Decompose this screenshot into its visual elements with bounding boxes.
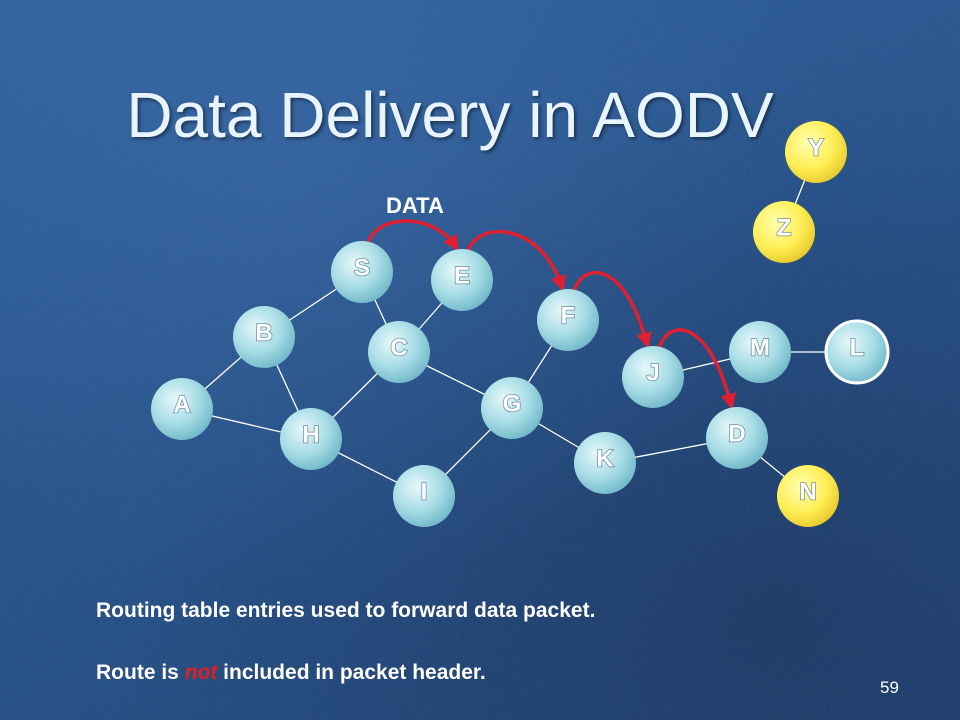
caption-route-after: included in packet header.: [217, 661, 486, 684]
node-H: H: [280, 408, 342, 470]
node-label-G: G: [503, 391, 522, 418]
node-circle-I: [393, 465, 455, 527]
caption-emphasis-not: not: [184, 661, 218, 684]
node-layer: S E B C F A G H I K J M L D N Y Z: [151, 121, 890, 527]
slide-title: Data Delivery in AODV: [126, 79, 774, 151]
node-Y: Y: [785, 121, 847, 183]
page-number: 59: [880, 678, 899, 697]
node-label-L: L: [850, 335, 865, 362]
node-E: E: [431, 249, 493, 311]
node-N: N: [777, 465, 839, 527]
node-label-I: I: [421, 479, 428, 506]
data-path-layer: [366, 219, 736, 410]
node-circle-M: [729, 321, 791, 383]
node-S: S: [331, 241, 393, 303]
node-label-C: C: [390, 335, 407, 362]
node-J: J: [622, 346, 684, 408]
node-label-Z: Z: [777, 215, 792, 242]
node-circle-L: [826, 321, 888, 383]
node-label-A: A: [173, 392, 190, 419]
node-circle-J: [622, 346, 684, 408]
data-arrow-label: DATA: [386, 193, 444, 218]
node-circle-G: [481, 377, 543, 439]
node-label-J: J: [646, 360, 659, 387]
node-circle-N: [777, 465, 839, 527]
node-label-K: K: [596, 446, 614, 473]
data-arrow-E-F: [466, 229, 566, 292]
node-circle-B: [233, 306, 295, 368]
node-circle-K: [574, 432, 636, 494]
node-M: M: [729, 321, 791, 383]
node-L: L: [824, 319, 890, 385]
node-A: A: [151, 378, 213, 440]
caption-routing-table: Routing table entries used to forward da…: [96, 599, 596, 622]
node-circle-E: [431, 249, 493, 311]
node-circle-Y: [785, 121, 847, 183]
node-I: I: [393, 465, 455, 527]
node-circle-A: [151, 378, 213, 440]
node-Z: Z: [753, 201, 815, 263]
node-label-B: B: [255, 320, 272, 347]
caption-route-before: Route is: [96, 661, 185, 684]
node-label-S: S: [354, 255, 370, 282]
node-label-E: E: [454, 263, 470, 290]
node-label-N: N: [799, 479, 816, 506]
node-label-Y: Y: [808, 135, 824, 162]
node-label-F: F: [561, 303, 576, 330]
node-circle-Z: [753, 201, 815, 263]
caption-route-header: Route is not included in packet header.: [96, 661, 486, 685]
node-C: C: [368, 321, 430, 383]
node-circle-S: [331, 241, 393, 303]
node-circle-F: [537, 289, 599, 351]
node-circle-H: [280, 408, 342, 470]
node-K: K: [574, 432, 636, 494]
node-G: G: [481, 377, 543, 439]
data-arrow-F-J: [572, 270, 652, 349]
node-B: B: [233, 306, 295, 368]
data-arrow-S-E: [366, 219, 459, 251]
node-circle-C: [368, 321, 430, 383]
node-highlight-ring-L: [824, 319, 890, 385]
node-circle-D: [706, 407, 768, 469]
node-D: D: [706, 407, 768, 469]
node-label-H: H: [302, 422, 319, 449]
node-label-M: M: [750, 335, 770, 362]
node-label-D: D: [728, 421, 745, 448]
node-F: F: [537, 289, 599, 351]
data-arrow-J-D: [657, 328, 736, 410]
